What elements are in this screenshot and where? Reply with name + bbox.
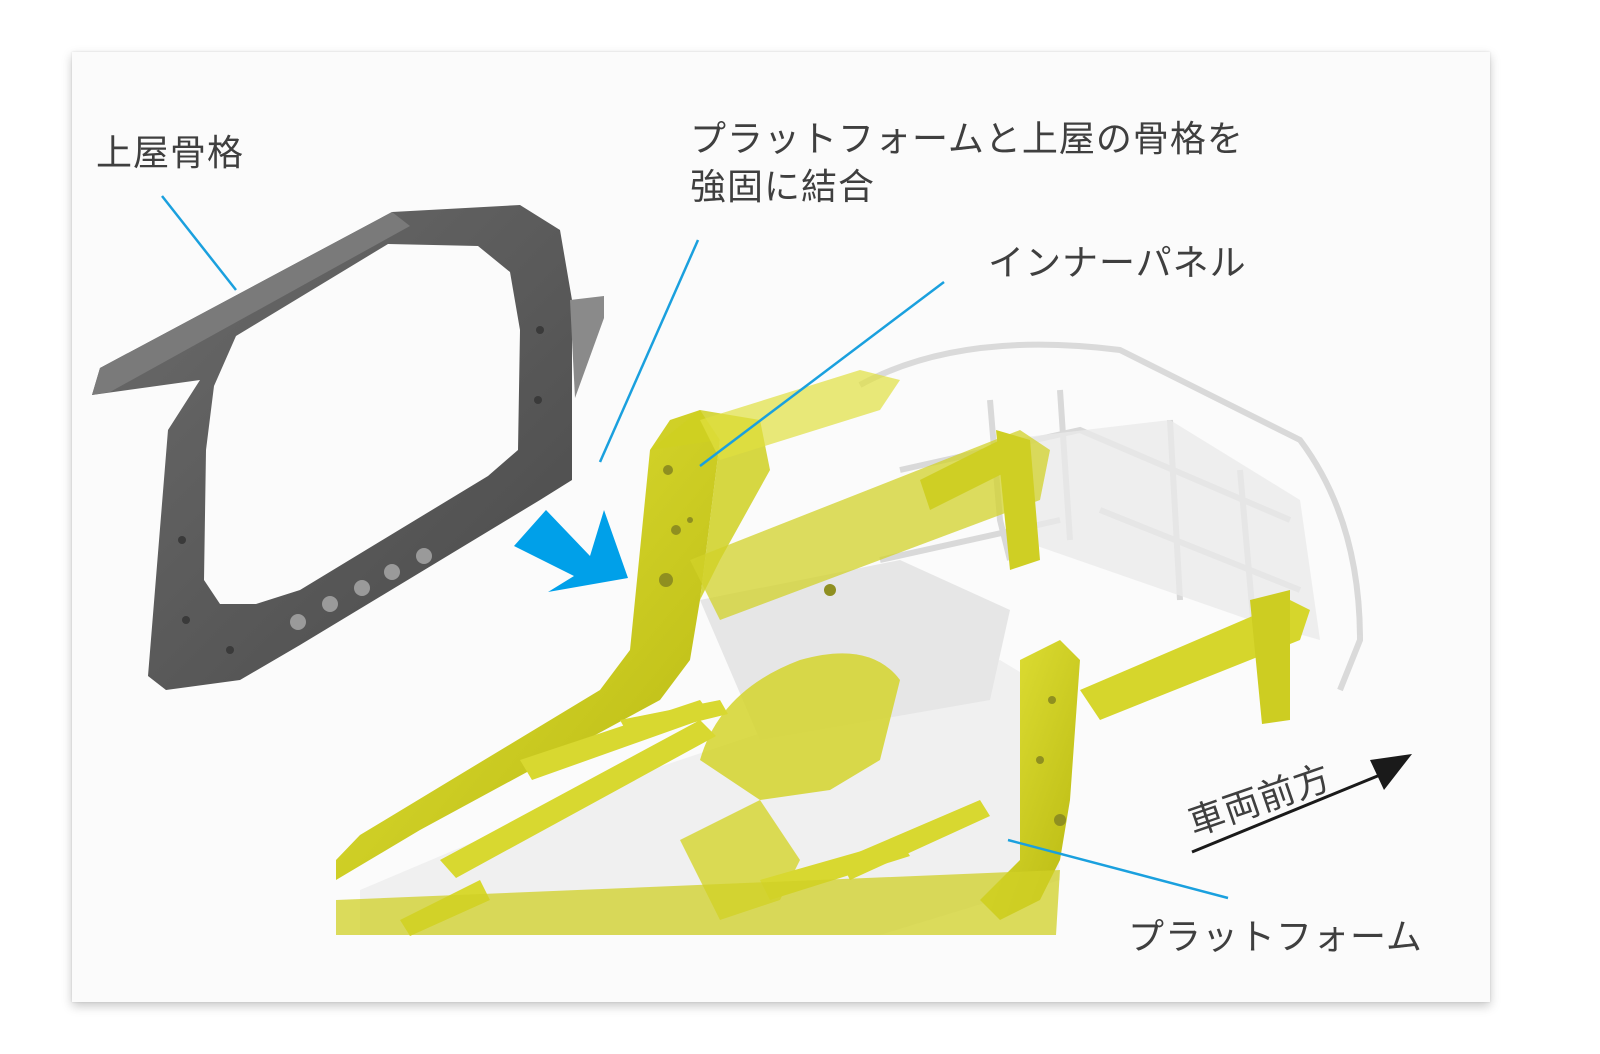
leader-lines bbox=[161, 195, 1229, 900]
leader-line-upper-frame bbox=[161, 195, 237, 291]
leader-line-join bbox=[598, 239, 700, 463]
leader-line-inner-panel bbox=[699, 281, 945, 467]
leader-line-platform bbox=[1007, 838, 1229, 900]
label-join-line2: 強固に結合 bbox=[690, 167, 876, 208]
rear-ghost-panels bbox=[1000, 420, 1320, 640]
label-join: プラットフォームと上屋の骨格を 強固に結合 bbox=[690, 116, 1244, 212]
label-join-line1: プラットフォームと上屋の骨格を bbox=[690, 119, 1244, 160]
label-inner-panel: インナーパネル bbox=[988, 243, 1247, 284]
vehicle-forward-arrow-icon bbox=[1191, 754, 1412, 854]
label-platform: プラットフォーム bbox=[1128, 917, 1423, 958]
upper-frame-shape bbox=[92, 205, 604, 690]
label-upper-frame: 上屋骨格 bbox=[96, 133, 245, 174]
join-arrow-icon bbox=[514, 510, 628, 592]
platform-shape bbox=[336, 370, 1310, 936]
